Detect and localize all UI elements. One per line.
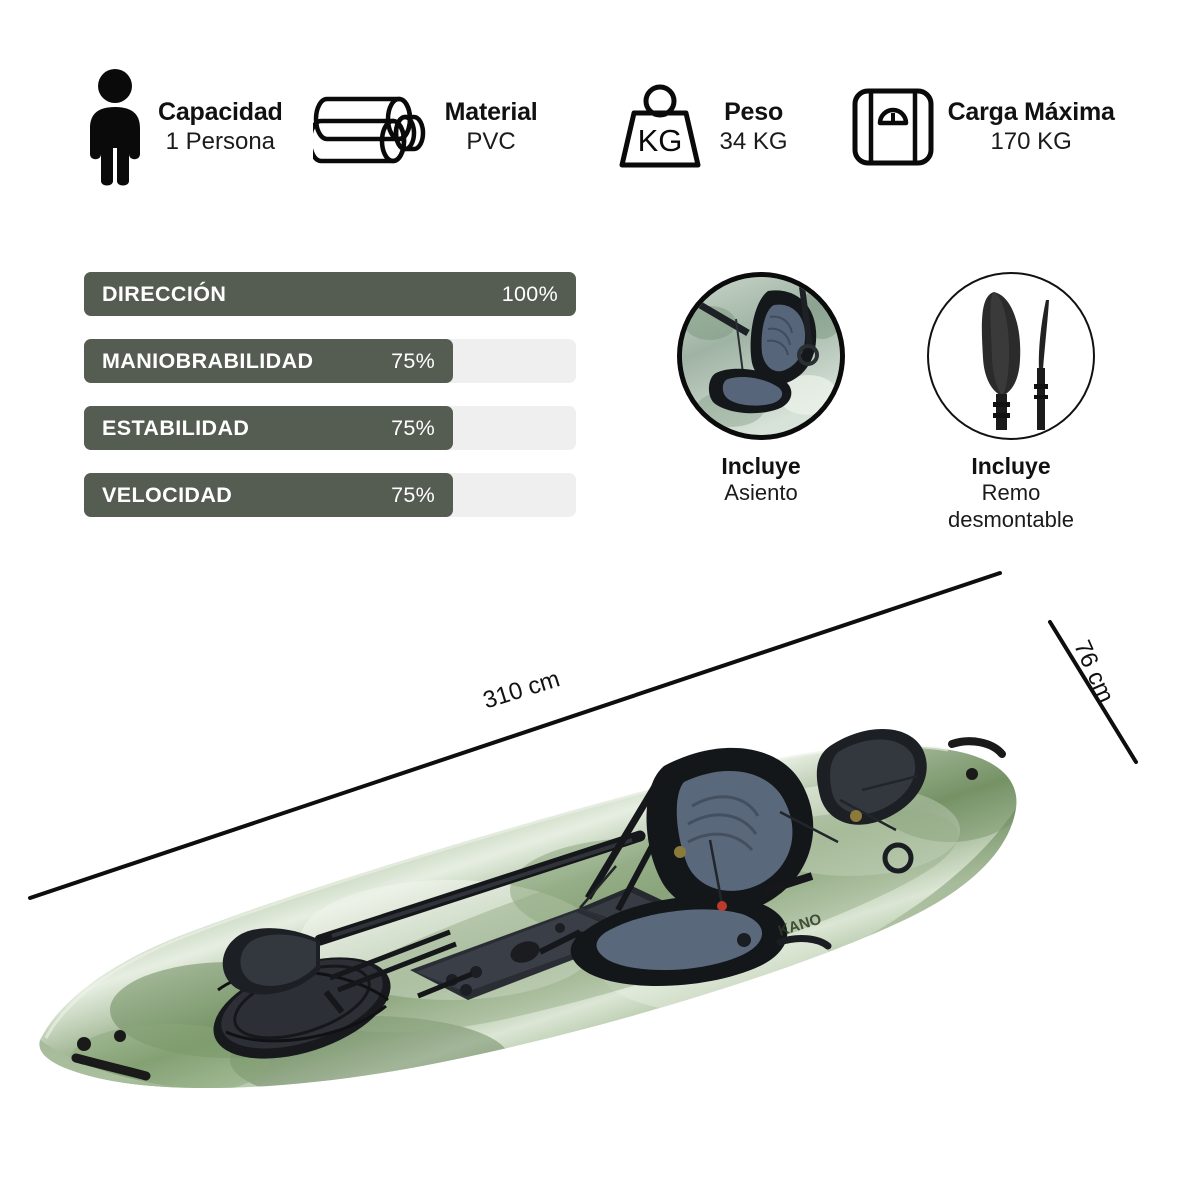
bar-percent: 100%: [501, 281, 558, 306]
spec-material-value: PVC: [466, 127, 516, 155]
spec-material-text: Material PVC: [445, 98, 538, 156]
spec-material: Material PVC: [312, 87, 538, 167]
spec-peso: KG Peso 34 KG: [612, 81, 788, 173]
badge-seat-line2: Asiento: [724, 480, 798, 506]
spec-capacidad-title: Capacidad: [158, 98, 283, 127]
bar-percent: 75%: [391, 482, 435, 507]
person-icon: [90, 69, 140, 186]
bar-row-velocidad: VELOCIDAD 75%: [84, 473, 576, 517]
bar-fill: VELOCIDAD 75%: [84, 473, 453, 517]
bar-label: ESTABILIDAD: [102, 415, 250, 440]
spec-material-title: Material: [444, 98, 538, 127]
badge-incluye-asiento: Incluye Asiento: [666, 272, 856, 507]
badge-seat-caption: Incluye Asiento: [666, 452, 856, 507]
bar-percent: 75%: [391, 415, 435, 440]
spec-capacidad: Capacidad 1 Persona: [84, 68, 283, 186]
bar-row-estabilidad: ESTABILIDAD 75%: [84, 406, 576, 450]
kayak-seat-illustration: [682, 277, 840, 435]
bar-percent: 75%: [391, 348, 435, 373]
bar-label: DIRECCIÓN: [102, 281, 227, 306]
badge-paddle-line1: Incluye: [971, 453, 1051, 479]
spec-carga-text: Carga Máxima 170 KG: [948, 98, 1115, 156]
spec-carga-maxima: Carga Máxima 170 KG: [850, 85, 1115, 169]
spec-strip: Capacidad 1 Persona Mat: [0, 62, 1200, 192]
badge-seat-line1: Incluye: [721, 453, 801, 479]
kayak-product-photo: KANO: [39, 728, 1017, 1089]
spec-capacidad-value: 1 Persona: [165, 127, 276, 155]
bar-fill: MANIOBRABILIDAD 75%: [84, 339, 453, 383]
spec-peso-text: Peso 34 KG: [720, 98, 788, 156]
spec-capacidad-text: Capacidad 1 Persona: [158, 98, 283, 156]
spec-carga-title: Carga Máxima: [947, 98, 1115, 127]
bow-handle: [71, 1030, 151, 1081]
weight-icon: KG: [619, 84, 701, 168]
cord-clip: [717, 901, 727, 911]
kayak-seat-photo: [677, 272, 845, 440]
paddle-icon: [981, 292, 1049, 430]
scale-icon: [852, 88, 934, 166]
badge-paddle-line3: desmontable: [948, 506, 1074, 532]
bar-row-direccion: DIRECCIÓN 100%: [84, 272, 576, 316]
bar-row-maniobrabilidad: MANIOBRABILIDAD 75%: [84, 339, 576, 383]
bar-label: VELOCIDAD: [102, 482, 233, 507]
spec-carga-value: 170 KG: [990, 127, 1072, 155]
tubes-icon: [312, 96, 425, 164]
weight-icon-label: KG: [637, 123, 682, 158]
spec-peso-title: Peso: [724, 98, 784, 127]
spec-peso-value: 34 KG: [719, 127, 788, 155]
bar-label: MANIOBRABILIDAD: [102, 348, 314, 373]
rating-bars: DIRECCIÓN 100% MANIOBRABILIDAD 75% ESTAB…: [84, 272, 576, 540]
bar-fill: ESTABILIDAD 75%: [84, 406, 453, 450]
badge-paddle-caption: Incluye Remo desmontable: [916, 452, 1106, 534]
bar-fill: DIRECCIÓN 100%: [84, 272, 576, 316]
badge-paddle-line2: Remo: [981, 480, 1041, 506]
paddle-circle: [927, 272, 1095, 440]
badge-incluye-remo: Incluye Remo desmontable: [916, 272, 1106, 534]
